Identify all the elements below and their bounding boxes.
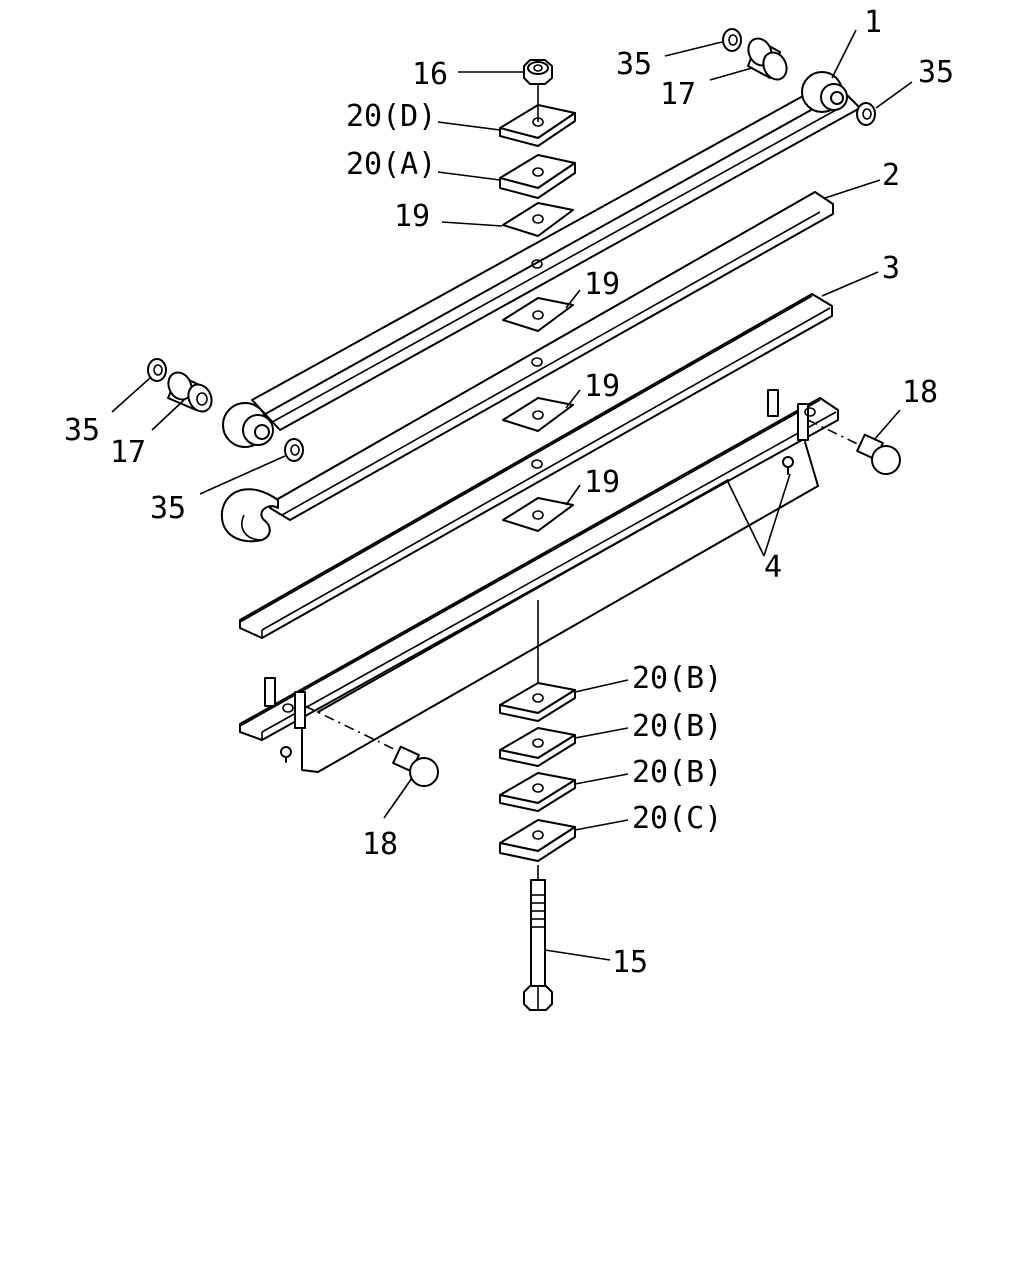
top-spacers: [499, 84, 576, 199]
callout-19-fourth: 19: [584, 465, 620, 500]
callout-4: 4: [764, 550, 782, 585]
second-leaf: [220, 191, 834, 543]
callout-18-left: 18: [362, 827, 398, 862]
bushing-front: [167, 371, 213, 413]
bottom-spacers: [499, 682, 576, 862]
callout-1: 1: [864, 5, 882, 40]
bushing-rear: [747, 37, 788, 81]
callouts: 1 2 3 4 15 16 17 17 18 18 19 19 19 19 20…: [64, 5, 954, 980]
callout-20d: 20(D): [346, 99, 436, 134]
callout-35-front-inner: 35: [150, 491, 186, 526]
callout-19-third: 19: [584, 369, 620, 404]
callout-20b-1: 20(B): [632, 661, 722, 696]
callout-16: 16: [412, 57, 448, 92]
bottom-leaf-with-clips: [239, 389, 839, 773]
center-bolt: [523, 865, 553, 1011]
callout-17-rear: 17: [660, 77, 696, 112]
washers: [147, 28, 876, 462]
callout-15: 15: [612, 945, 648, 980]
callout-20a: 20(A): [346, 147, 436, 182]
callout-35-rear-right: 35: [918, 55, 954, 90]
callout-19-second: 19: [584, 267, 620, 302]
main-leaf: [222, 71, 861, 448]
callout-17-front: 17: [110, 435, 146, 470]
callout-20b-2: 20(B): [632, 709, 722, 744]
leader-lines: [111, 29, 913, 961]
callout-20c: 20(C): [632, 801, 722, 836]
callout-2: 2: [882, 158, 900, 193]
callout-35-rear-left: 35: [616, 47, 652, 82]
clip-bolt-left: [304, 705, 439, 787]
nut: [523, 59, 553, 85]
callout-3: 3: [882, 251, 900, 286]
callout-19-top: 19: [394, 199, 430, 234]
callout-20b-3: 20(B): [632, 755, 722, 790]
callout-18-right: 18: [902, 375, 938, 410]
insert-pads: [502, 202, 574, 532]
clip-bolt-right: [807, 419, 901, 475]
callout-35-front-outer: 35: [64, 413, 100, 448]
